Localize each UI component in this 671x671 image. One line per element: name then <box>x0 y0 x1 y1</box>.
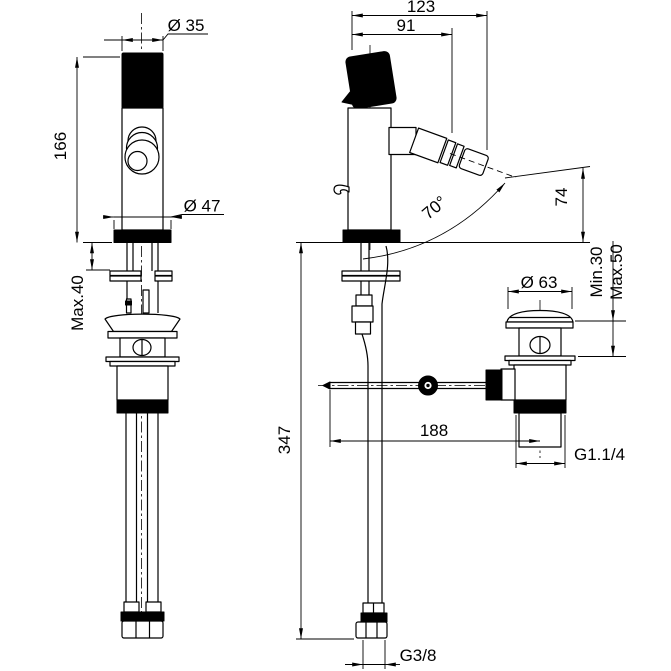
leader-dia35 <box>162 33 208 41</box>
dim-label-rod-reach: 188 <box>420 421 448 440</box>
pin-clip-front <box>125 300 132 306</box>
small-pin-front <box>125 298 132 314</box>
popup-rod-tip <box>322 381 331 390</box>
handle-side <box>345 51 397 109</box>
ext-lines-dia35 <box>121 36 164 51</box>
base-flange-side <box>342 229 401 243</box>
hose-nut-side <box>355 621 388 639</box>
waste-detail <box>485 300 576 458</box>
mount-washer-side-2 <box>341 275 401 282</box>
waste-thread-front <box>116 399 169 414</box>
waste-inlet-neck <box>500 368 516 401</box>
hose-nut-front <box>121 620 164 639</box>
dim-label-spout-height: 74 <box>552 188 571 207</box>
leader-dia47 <box>170 214 224 218</box>
waste-cap-side <box>506 309 574 323</box>
connector-side-2 <box>351 305 374 323</box>
spout-aerator-front <box>127 150 148 172</box>
supply-hose-side <box>361 245 389 603</box>
dim-label-base-diameter: Ø 47 <box>184 197 221 216</box>
mount-washer-left-1 <box>109 270 142 277</box>
handle-side-group <box>345 51 397 109</box>
front-dimensions: Ø 35 166 Max.40 Ø 47 <box>51 16 224 331</box>
waste-locknut-side-2 <box>508 359 572 366</box>
dim-label-supply-thread: G3/8 <box>400 646 437 665</box>
waste-locknut-front-2 <box>109 360 176 367</box>
front-view <box>104 13 181 639</box>
dim-label-handle-diameter: Ø 35 <box>168 16 205 35</box>
dim-label-depth: 123 <box>407 0 435 16</box>
waste-flange-side <box>505 321 574 329</box>
ext-lines-minmax <box>575 320 626 357</box>
handle-front <box>121 52 164 109</box>
hose-fitting-front-right <box>145 601 162 613</box>
dim-label-cap-diameter: Ø 63 <box>521 273 558 292</box>
popup-rod-front <box>142 289 150 314</box>
waste-body-side <box>513 364 567 401</box>
dim-label-reach: 91 <box>397 16 416 35</box>
dim-label-drain-thread: G1.1/4 <box>574 445 625 464</box>
supply-hoses-front <box>125 413 159 602</box>
spout-side-group <box>409 127 489 176</box>
waste-body-front <box>116 365 169 401</box>
side-dimensions: 123 91 70° 74 347 188 G3/8 <box>275 0 591 669</box>
popup-lever-side <box>333 184 350 195</box>
spout-axis-dashed <box>449 153 517 178</box>
dim-label-deck-max: Max.40 <box>68 275 87 331</box>
ext-lines-123 <box>351 11 488 150</box>
dim-label-body-height: 166 <box>51 132 70 160</box>
dim-label-deck-max50: Max.50 <box>607 244 626 300</box>
rod-ball-joint-dot <box>426 383 430 388</box>
handle-tip-side <box>341 91 357 106</box>
mount-washer-left-2 <box>109 275 142 282</box>
body-side <box>347 107 392 231</box>
mount-washer-side-1 <box>341 270 401 277</box>
ext-lines-g114 <box>515 415 566 468</box>
side-view <box>296 45 590 639</box>
waste-locknut-front-1 <box>105 356 180 363</box>
swivel-arc <box>362 182 506 260</box>
waste-thread-side <box>513 399 567 414</box>
ext-line-74-top <box>504 166 591 179</box>
waste-tailpipe <box>518 412 562 448</box>
hose-collar-front <box>120 611 165 622</box>
ext-lines-166 <box>83 56 120 243</box>
waste-flange-front <box>107 330 178 339</box>
connector-side-1 <box>355 294 373 307</box>
hose-fitting-front-left <box>123 601 140 613</box>
hose-nut-facets-front <box>135 621 151 638</box>
waste-dimensions: Ø 63 Min.30 Max.50 G1.1/4 <box>507 241 626 468</box>
dim-label-deck-min: Min.30 <box>587 246 606 297</box>
mount-washer-right-1 <box>154 270 173 277</box>
waste-inlet-cap <box>485 369 503 401</box>
dim-label-total-height: 347 <box>275 426 294 454</box>
waste-locknut-side-1 <box>504 355 576 362</box>
ext-lines-dia47 <box>113 220 172 229</box>
hose-nut-facets-side <box>365 622 378 638</box>
mount-washer-right-2 <box>154 275 173 282</box>
hose-collar-side <box>360 612 388 623</box>
connector-side-3 <box>354 321 372 335</box>
base-flange-front <box>113 229 172 243</box>
waste-cap-front <box>104 313 181 333</box>
spout-mid-side <box>409 127 448 164</box>
dim-label-angle: 70° <box>419 192 451 223</box>
